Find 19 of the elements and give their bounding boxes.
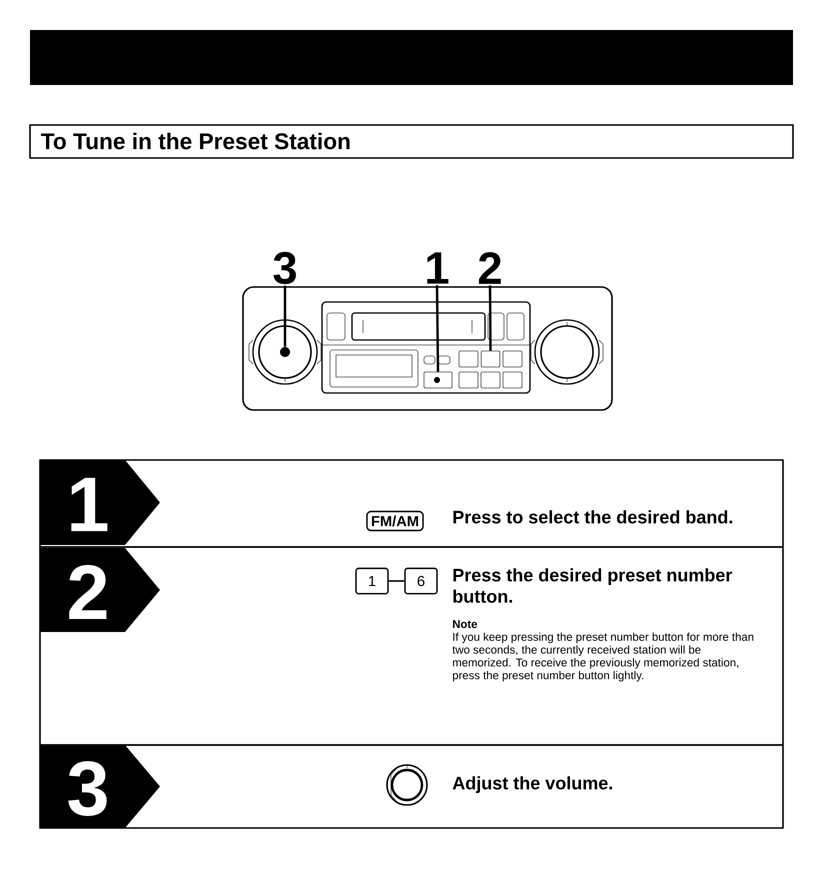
knob-center (280, 347, 290, 357)
band-button (424, 372, 452, 388)
callout-number: 3 (273, 252, 296, 284)
range-line (388, 580, 404, 582)
preset-button: 1 (355, 568, 389, 594)
node-label: 2 (69, 565, 106, 620)
preset-button: 6 (404, 568, 438, 594)
step-badge: 1 (40, 460, 160, 545)
knob-icon (386, 764, 428, 806)
leader-line (436, 285, 440, 372)
step-badge: 3 (40, 745, 160, 828)
title-box: To Tune in the Preset Station (29, 124, 794, 159)
callout-number: 1 (427, 252, 448, 284)
leader-line (284, 286, 286, 347)
callout-number: 2 (478, 252, 501, 284)
preset-button (480, 350, 500, 368)
band-button: FM/AM (366, 510, 424, 532)
leader-line (488, 285, 492, 351)
step-badge: 2 (40, 548, 160, 632)
